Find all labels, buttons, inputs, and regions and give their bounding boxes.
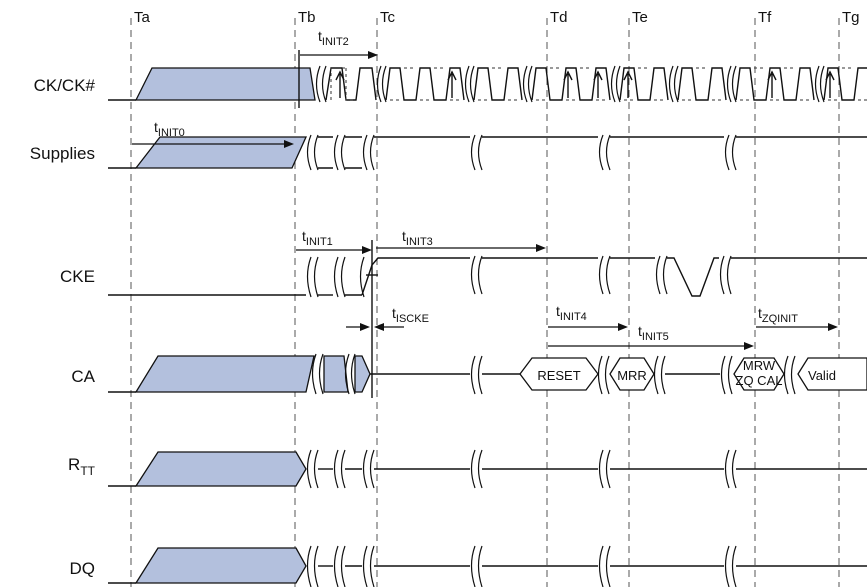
- command-reset-label: RESET: [537, 368, 580, 383]
- timing-label-iscke: tISCKE: [392, 305, 429, 325]
- timing-label-init0: tINIT0: [154, 119, 185, 139]
- waveform-ca: RESET MRR MRW ZQ CAL Valid: [108, 353, 867, 395]
- signal-label-dq: DQ: [70, 559, 96, 578]
- timing-init0: tINIT0: [132, 119, 294, 148]
- command-mrw-label: MRW: [743, 358, 776, 373]
- waveform-cke: [108, 240, 867, 398]
- command-valid: [797, 357, 867, 391]
- timing-init4: tINIT4: [548, 303, 628, 331]
- timing-init1: tINIT1: [296, 228, 372, 254]
- time-marker-td: Td: [550, 9, 568, 26]
- timing-label-init5: tINIT5: [638, 323, 669, 343]
- waveform-supplies: [108, 134, 867, 171]
- command-valid-label: Valid: [808, 368, 836, 383]
- time-guides: [130, 18, 840, 587]
- signal-label-ck: CK/CK#: [34, 76, 96, 95]
- signal-label-supplies: Supplies: [30, 144, 95, 163]
- timing-iscke: tISCKE: [346, 305, 429, 331]
- command-zqcal-label: ZQ CAL: [736, 373, 783, 388]
- time-marker-tf: Tf: [758, 9, 772, 26]
- command-mrr-label: MRR: [617, 368, 647, 383]
- waveform-ck: [108, 50, 867, 108]
- time-marker-tg: Tg: [842, 9, 860, 26]
- time-marker-te: Te: [632, 9, 648, 26]
- signal-names: CK/CK# Supplies CKE CA RTT DQ: [30, 76, 96, 578]
- timing-label-init2: tINIT2: [318, 28, 349, 48]
- timing-init3: tINIT3: [376, 228, 546, 252]
- timing-label-zqinit: tZQINIT: [758, 305, 798, 325]
- signal-label-ca: CA: [71, 367, 95, 386]
- timing-init5: tINIT5: [548, 323, 754, 350]
- timing-label-init1: tINIT1: [302, 228, 333, 248]
- timing-label-init3: tINIT3: [402, 228, 433, 248]
- timing-init2: tINIT2: [300, 28, 378, 59]
- timing-label-init4: tINIT4: [556, 303, 587, 323]
- waveform-dq: [108, 545, 867, 587]
- waveform-rtt: [108, 449, 867, 489]
- signal-label-cke: CKE: [60, 267, 95, 286]
- time-marker-tc: Tc: [380, 9, 396, 26]
- time-marker-tb: Tb: [298, 9, 316, 26]
- time-marker-ta: Ta: [134, 9, 151, 26]
- time-marker-labels: Ta Tb Tc Td Te Tf Tg: [134, 9, 860, 26]
- timing-zqinit: tZQINIT: [756, 305, 838, 331]
- signal-label-rtt: RTT: [68, 455, 96, 478]
